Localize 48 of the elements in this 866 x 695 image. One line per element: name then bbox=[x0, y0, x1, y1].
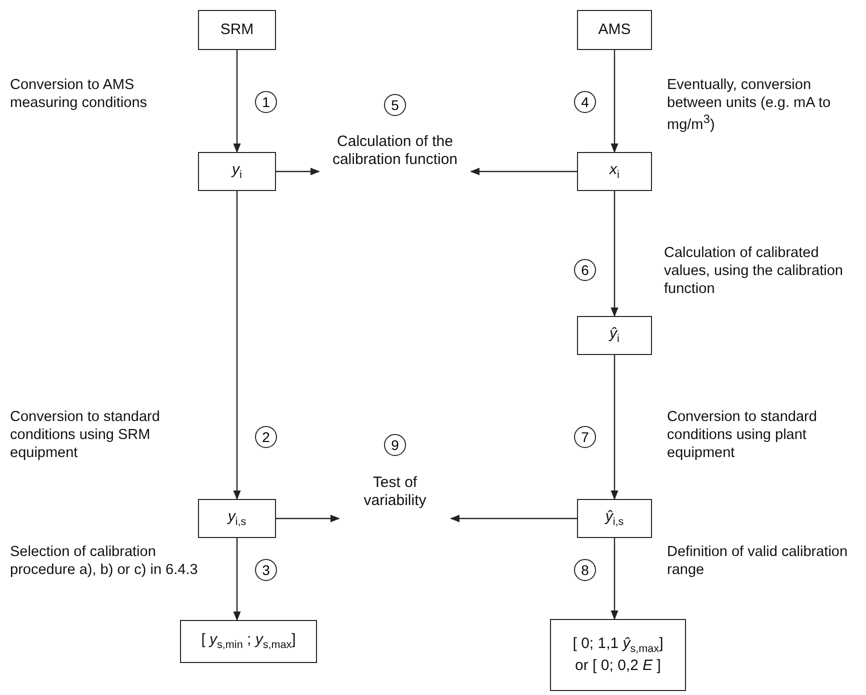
arrow bbox=[233, 191, 241, 500]
arrow bbox=[276, 514, 340, 522]
process-box bbox=[198, 499, 276, 538]
arrow bbox=[610, 538, 618, 620]
box-text: ŷ$_{i}$ bbox=[610, 324, 620, 347]
process-box bbox=[550, 619, 686, 691]
process-box bbox=[577, 152, 652, 191]
process-box bbox=[198, 10, 276, 50]
arrow bbox=[470, 168, 577, 176]
arrow bbox=[276, 168, 320, 176]
arrow bbox=[450, 514, 577, 522]
arrow bbox=[610, 50, 618, 153]
step-number: 8 bbox=[574, 559, 596, 581]
process-box bbox=[180, 620, 317, 663]
box-text: AMS bbox=[598, 20, 631, 40]
process-label: Calculation of the calibration function bbox=[327, 120, 463, 182]
box-text: [ y$_{s,min}$ ; y$_{s,max}$] bbox=[201, 630, 296, 653]
process-box bbox=[577, 499, 652, 538]
box-text: y$_{i,s}$ bbox=[228, 507, 246, 530]
step-number: 7 bbox=[574, 426, 596, 448]
step-description: Conversion to AMS measuring conditions bbox=[10, 76, 148, 112]
box-text: or [ 0; 0,2 E ] bbox=[575, 656, 661, 676]
step-number: 9 bbox=[384, 434, 406, 456]
step-description: Calculation of calibrated values, using the calibration function bbox=[664, 244, 844, 298]
step-number: 5 bbox=[384, 94, 406, 116]
step-description: Selection of calibration procedure a), b) or c) in 6.4.3 bbox=[10, 543, 199, 580]
arrow bbox=[233, 538, 241, 621]
step-description: Definition of valid calibration range bbox=[667, 543, 849, 580]
step-description: Conversion to standard conditions using SRM equipment bbox=[10, 408, 161, 462]
step-number: 1 bbox=[255, 91, 277, 113]
step-number: 3 bbox=[255, 559, 277, 581]
arrow bbox=[610, 355, 618, 500]
box-text: [ 0; 1,1 ŷ$_{s,max}$] bbox=[572, 634, 664, 656]
arrow bbox=[233, 50, 241, 153]
box-text: x$_{i}$ bbox=[610, 160, 620, 183]
arrow bbox=[610, 191, 618, 317]
process-box bbox=[198, 152, 276, 191]
step-description: Eventually, conversion between units (e.g. mA to mg/m$^{3}$) bbox=[667, 76, 832, 134]
step-number: 6 bbox=[574, 259, 596, 281]
step-number: 2 bbox=[255, 426, 277, 448]
box-text: ŷ$_{i,s}$ bbox=[605, 507, 624, 530]
process-box bbox=[577, 316, 652, 355]
process-box bbox=[577, 10, 652, 50]
box-text: y$_{i}$ bbox=[232, 160, 242, 183]
process-label: Test of variability bbox=[347, 468, 443, 516]
step-number: 4 bbox=[574, 91, 596, 113]
box-text: SRM bbox=[220, 20, 254, 40]
step-description: Conversion to standard conditions using plant equipment bbox=[667, 408, 818, 462]
